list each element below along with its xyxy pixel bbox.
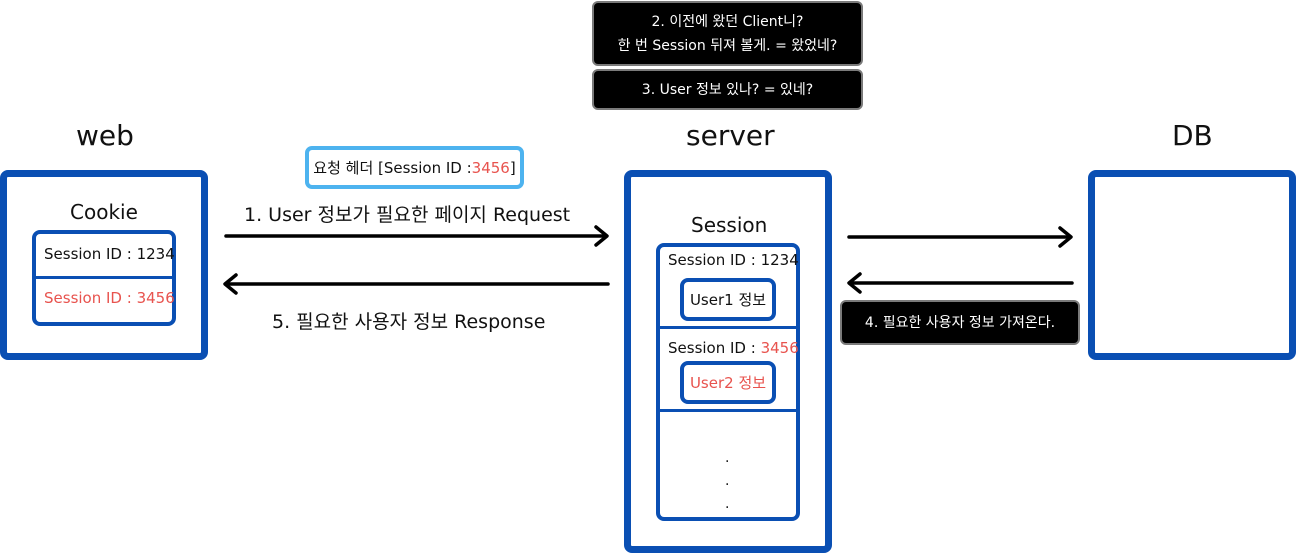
cookie-divider [36,276,172,279]
session-1-user-label: User1 정보 [689,291,767,309]
note-step3-text: 3. User 정보 있나? = 있네? [641,81,814,98]
arrow-to-db-head [1058,226,1073,248]
arrow-from-db-head [847,272,862,294]
session-1-id-label: Session ID : [668,251,761,269]
db-title: DB [1172,119,1213,152]
note-step2-line2: 한 번 Session 뒤져 볼게. = 왔었네? [617,37,838,54]
cookie-title: Cookie [70,200,138,224]
session-2-id-value: 3456 [760,339,799,357]
arrow-request-head [594,225,609,247]
session-divider-2 [660,409,796,412]
note-step4-text: 4. 필요한 사용자 정보 가져온다. [864,314,1056,331]
session-2-user-chip: User2 정보 [680,361,776,404]
db-box [1088,170,1296,360]
session-2-user-label: User2 정보 [689,374,767,392]
session-1-id: Session ID : 1234 [668,251,799,269]
request-header-session-value: 3456 [471,158,510,177]
web-title: web [76,119,134,152]
cookie-row-2: Session ID : 3456 [44,289,175,307]
session-title: Session [691,213,768,237]
step1-request-label: 1. User 정보가 필요한 페이지 Request [244,204,571,226]
session-2-id: Session ID : 3456 [668,339,799,357]
note-step3: 3. User 정보 있나? = 있네? [592,69,863,110]
session-divider-1 [660,326,796,329]
request-header-tag: 요청 헤더 [Session ID : 3456] [305,146,524,189]
note-step4: 4. 필요한 사용자 정보 가져온다. [840,300,1080,345]
request-header-suffix: ] [509,158,516,177]
session-1-user-chip: User1 정보 [680,278,776,321]
session-ellipsis: . . . [725,450,730,512]
request-header-prefix: 요청 헤더 [Session ID : [313,159,472,177]
cookie-row-1: Session ID : 1234 [44,245,175,263]
server-title: server [686,119,775,152]
session-2-id-label: Session ID : [668,339,761,357]
session-1-id-value: 1234 [760,251,799,269]
arrow-response-head [223,273,238,295]
note-step2: 2. 이전에 왔던 Client니? 한 번 Session 뒤져 볼게. = … [592,1,863,66]
note-step2-line1: 2. 이전에 왔던 Client니? [651,13,804,30]
step5-response-label: 5. 필요한 사용자 정보 Response [272,311,546,333]
